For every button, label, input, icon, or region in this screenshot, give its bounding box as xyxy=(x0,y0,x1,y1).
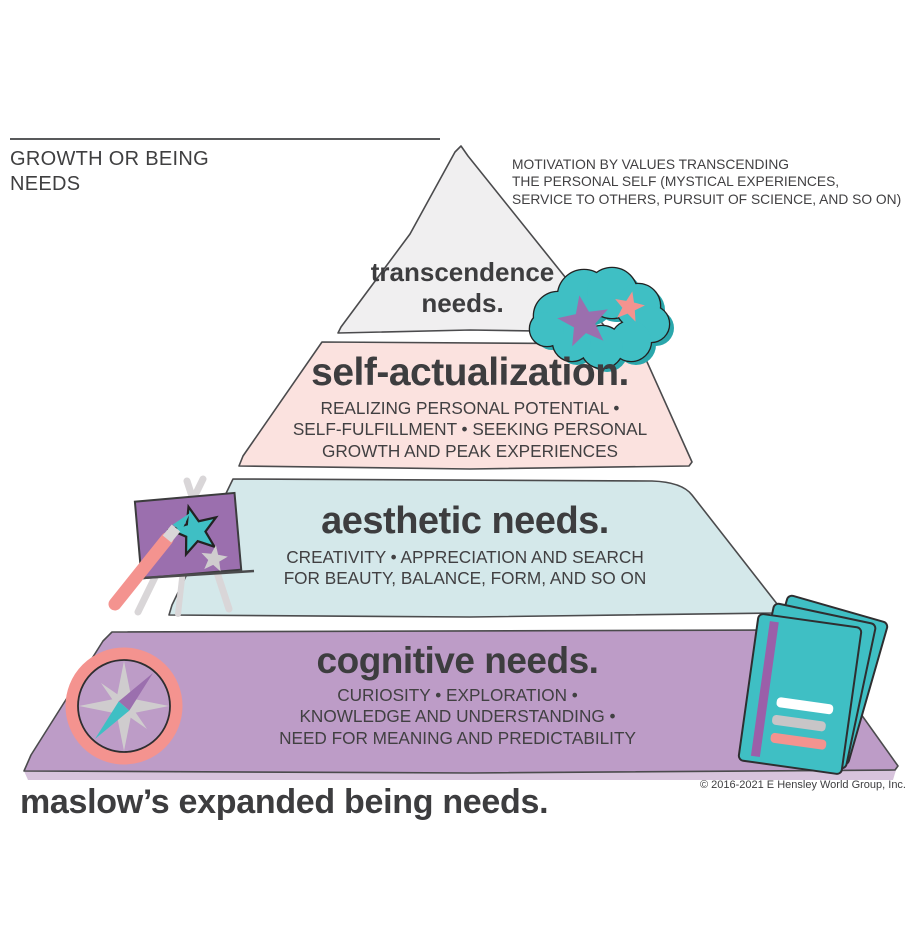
level-subtitle-aesthetic: CREATIVITY • APPRECIATION AND SEARCH FOR… xyxy=(283,547,647,589)
compass-needle-north xyxy=(118,673,153,711)
level-title-self-actualization: self-actualization. xyxy=(311,351,629,394)
compass-icon xyxy=(65,647,183,765)
books-icon xyxy=(737,594,889,775)
copyright-notice: © 2016-2021 E Hensley World Group, Inc. xyxy=(699,779,906,791)
level-subtitle-self-actualization: REALIZING PERSONAL POTENTIAL • SELF-FULF… xyxy=(292,398,648,461)
easel-icon xyxy=(108,475,255,617)
growth-or-being-needs-label: GROWTH OR BEING NEEDS xyxy=(10,148,209,195)
level-subtitle-cognitive: CURIOSITY • EXPLORATION • KNOWLEDGE AND … xyxy=(279,685,636,748)
paintbrush-icon xyxy=(108,513,190,611)
transcendence-annotation: MOTIVATION BY VALUES TRANSCENDING THE PE… xyxy=(512,157,902,207)
level-title-transcendence: transcendence needs. xyxy=(370,257,555,318)
compass-needle-south xyxy=(95,701,130,739)
level-shape-self-actualization xyxy=(238,341,693,470)
page-title: maslow’s expanded being needs. xyxy=(20,783,549,821)
level-title-aesthetic: aesthetic needs. xyxy=(321,500,609,542)
level-title-cognitive: cognitive needs. xyxy=(316,640,599,681)
level-shape-aesthetic xyxy=(168,478,782,618)
header-rule xyxy=(10,138,440,140)
level-shape-transcendence xyxy=(337,145,607,334)
